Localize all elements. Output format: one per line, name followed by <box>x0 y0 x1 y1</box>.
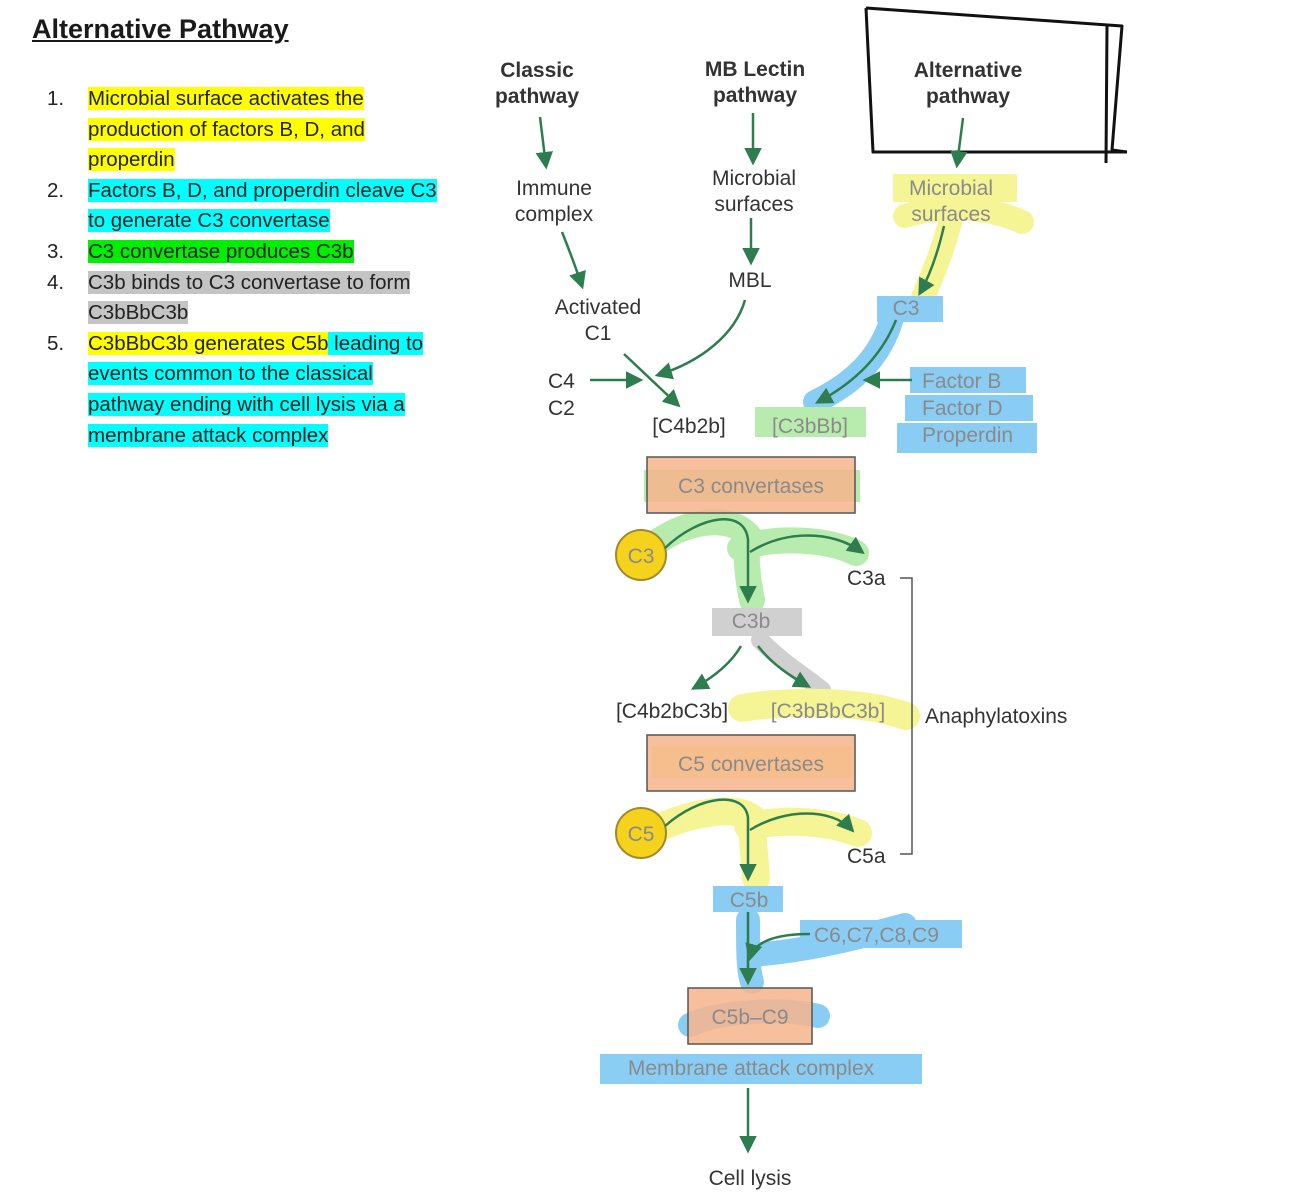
mbl-label: MBL <box>728 269 771 292</box>
arrow-alt-to-surfaces <box>950 117 968 169</box>
c6-c9-label: C6,C7,C8,C9 <box>814 924 939 947</box>
c5-circle-label: C5 <box>628 823 655 846</box>
hl-mac <box>600 1054 922 1084</box>
hl-properdin <box>897 423 1037 453</box>
c3bbb-label: [C3bBb] <box>772 415 848 438</box>
step-number: 4. <box>47 270 65 294</box>
factor-b-label: Factor B <box>922 370 1001 393</box>
c3b-label: C3b <box>732 610 771 633</box>
c4-label: C4 <box>548 370 575 393</box>
c5b-c9-box <box>687 987 813 1045</box>
notes-step: 5.C3bBbC3b generates C5b leading to even… <box>44 329 444 451</box>
step-number: 2. <box>47 178 65 202</box>
hl-factor-d <box>905 395 1033 421</box>
properdin-label: Properdin <box>922 424 1013 447</box>
arrow-c3-to-c3bbb <box>814 319 898 404</box>
step-text: C3 convertase produces C3b <box>88 239 354 263</box>
hl-c3-arrow <box>803 306 904 414</box>
arrow-c3b-right <box>757 645 812 688</box>
hl-c5b <box>713 886 783 912</box>
c3-convertases-label: C3 convertases <box>678 475 824 498</box>
hl-c3b <box>712 608 802 636</box>
step-number: 1. <box>47 87 65 110</box>
cell-lysis-label: Cell lysis <box>709 1167 792 1190</box>
marker-highlights <box>600 174 1037 1084</box>
arrow-c5a <box>749 812 855 833</box>
c3a-label: C3a <box>847 567 886 590</box>
arrow-c1-to-c4b2b <box>623 353 681 408</box>
factor-d-label: Factor D <box>922 397 1003 420</box>
c5-convertases-box <box>646 734 856 792</box>
step-number: 5. <box>47 331 65 355</box>
arrow-c3b-left <box>690 645 743 690</box>
c5b-c9-label: C5b–C9 <box>711 1006 788 1029</box>
hl-c3bbbc3b <box>728 688 920 730</box>
hl-c3bbb <box>755 407 866 437</box>
c3-alt-label: C3 <box>893 297 920 320</box>
hl-factor-b <box>910 367 1026 393</box>
arrow-surfaces-to-c3 <box>918 225 946 297</box>
notes-title: Alternative Pathway <box>32 14 289 44</box>
c3-circle <box>615 529 667 581</box>
hl-c3-split <box>647 509 869 613</box>
arrow-mbl-to-c4b2b <box>654 299 747 380</box>
c2-label: C2 <box>548 397 575 420</box>
c3-convertases-box <box>646 456 856 514</box>
hand-drawn-box <box>864 6 1128 164</box>
c4b2bc3b-label: [C4b2bC3b] <box>616 700 728 723</box>
notes-step: 1.Microbial surface activates the produc… <box>44 84 444 176</box>
arrow-immune-to-c1 <box>560 231 586 290</box>
notes-step: 2.Factors B, D, and properdin cleave C3 … <box>44 176 444 237</box>
c5-convertases-label: C5 convertases <box>678 753 824 776</box>
pathway-arrows <box>535 113 968 1154</box>
notes-step: 4.C3b binds to C3 convertase to form C3b… <box>44 268 444 329</box>
arrow-c6-c9 <box>745 932 811 962</box>
hl-c3b-arrow <box>751 631 831 699</box>
c3bbbc3b-label: [C3bBbC3b] <box>771 700 885 723</box>
c4b2b-label: [C4b2b] <box>652 415 726 438</box>
arrow-c3a <box>749 534 865 555</box>
c5a-label: C5a <box>847 845 886 868</box>
anaphylatoxins-label: Anaphylatoxins <box>925 705 1067 728</box>
c5-circle <box>615 807 667 859</box>
notes-step: 3. C3 convertase produces C3b <box>44 237 444 268</box>
notes-steps-list: 1.Microbial surface activates the produc… <box>44 84 444 451</box>
arrow-c5-cleave <box>664 798 757 882</box>
step-text: C3bBbC3b generates C5b <box>88 331 329 355</box>
arrow-classic-to-immune <box>535 116 553 170</box>
step-number: 3. <box>47 239 65 263</box>
hl-c5-split <box>636 797 872 892</box>
mac-label: Membrane attack complex <box>628 1057 875 1080</box>
anaphylatoxins-bracket <box>900 577 913 855</box>
c5b-label: C5b <box>730 889 769 912</box>
arrow-c3-cleave <box>664 518 757 604</box>
c3-circle-label: C3 <box>628 545 655 568</box>
